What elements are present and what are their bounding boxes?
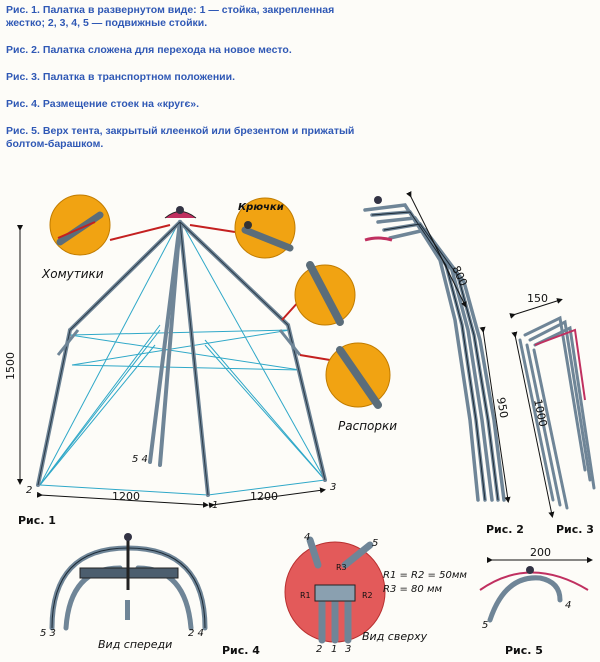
fig1-label: Рис. 1	[18, 514, 56, 527]
wing-bolt-icon	[176, 206, 184, 214]
callout-strut-bottom	[325, 342, 391, 409]
top-num-3: 3	[345, 644, 351, 655]
label-hooks: Крючки	[238, 202, 284, 213]
top-eq1: R1 = R2 = 50мм	[383, 570, 467, 581]
caption-fig3: Рис. 3.Палатка в транспортном положении.	[6, 71, 235, 83]
caption-fig2: Рис. 2.Палатка сложена для перехода на н…	[6, 44, 292, 56]
fig4-legs-left: 5 3	[40, 628, 56, 639]
top-view-label: Вид сверху	[362, 630, 428, 643]
top-num-5: 5	[372, 538, 378, 549]
fig5-num-5: 5	[482, 620, 488, 631]
fig4-label: Рис. 4	[222, 644, 260, 657]
tent-legs	[36, 220, 327, 497]
wing-bolt-icon	[124, 533, 132, 541]
callout-hooks	[234, 197, 296, 259]
fig3-transport: 150 1000 Рис. 3	[509, 292, 596, 536]
caption-fig1: Рис. 1.Палатка в развернутом виде: 1 — с…	[6, 4, 335, 29]
wing-bolt-icon	[526, 566, 534, 574]
label-struts: Распорки	[338, 419, 397, 433]
label-r1: R1	[300, 591, 311, 600]
dim-1000: 1000	[531, 398, 550, 428]
fig5-num-4: 4	[565, 600, 571, 611]
label-r2: R2	[362, 591, 373, 600]
fig5-top-cover: 200 5 4 Рис. 5	[479, 546, 593, 657]
leg-number-1: 1	[212, 500, 218, 511]
fig5-label: Рис. 5	[505, 644, 543, 657]
fig3-label: Рис. 3	[556, 523, 594, 536]
top-eq2: R3 = 80 мм	[383, 584, 442, 595]
fig4-legs-right: 2 4	[188, 628, 204, 639]
caption-fig5: Рис. 5.Верх тента, закрытый клеенкой или…	[6, 125, 355, 150]
top-num-2: 2	[316, 644, 322, 655]
fig1-tent: Хомутики Крючки Распорки 1500 1200 1200 …	[4, 194, 397, 527]
fig4-front-view: 5 3 2 4 Вид спереди Рис. 4	[40, 533, 260, 657]
leg-number-2: 2	[26, 485, 32, 496]
dim-width-left: 1200	[112, 490, 140, 503]
fig2-label: Рис. 2	[486, 523, 524, 536]
fig2-folded: 800 950 Рис. 2	[363, 190, 524, 536]
tent-struts	[56, 329, 302, 356]
label-clamps: Хомутики	[41, 267, 104, 281]
dim-950: 950	[494, 396, 510, 419]
leg-number-3: 3	[330, 482, 336, 493]
dim-150: 150	[527, 292, 548, 305]
dim-width-right: 1200	[250, 490, 278, 503]
callout-clamps	[49, 194, 111, 256]
caption-fig4: Рис. 4.Размещение стоек на «кругє».	[6, 98, 200, 110]
fig-top-view: 4 5 2 1 3 R1 R3 R2 R1 = R2 = 50мм R3 = 8…	[284, 532, 467, 655]
dim-height: 1500	[4, 352, 17, 380]
callout-strut-top	[294, 261, 356, 326]
leg-number-54: 5 4	[132, 454, 148, 465]
dim-200: 200	[530, 546, 551, 559]
wing-bolt-icon	[374, 196, 382, 204]
top-num-1: 1	[331, 644, 337, 655]
label-r3: R3	[336, 563, 347, 572]
top-num-4: 4	[304, 532, 310, 543]
figure-captions: Рис. 1.Палатка в развернутом виде: 1 — с…	[6, 4, 376, 165]
fig4-view-label: Вид спереди	[98, 638, 172, 651]
